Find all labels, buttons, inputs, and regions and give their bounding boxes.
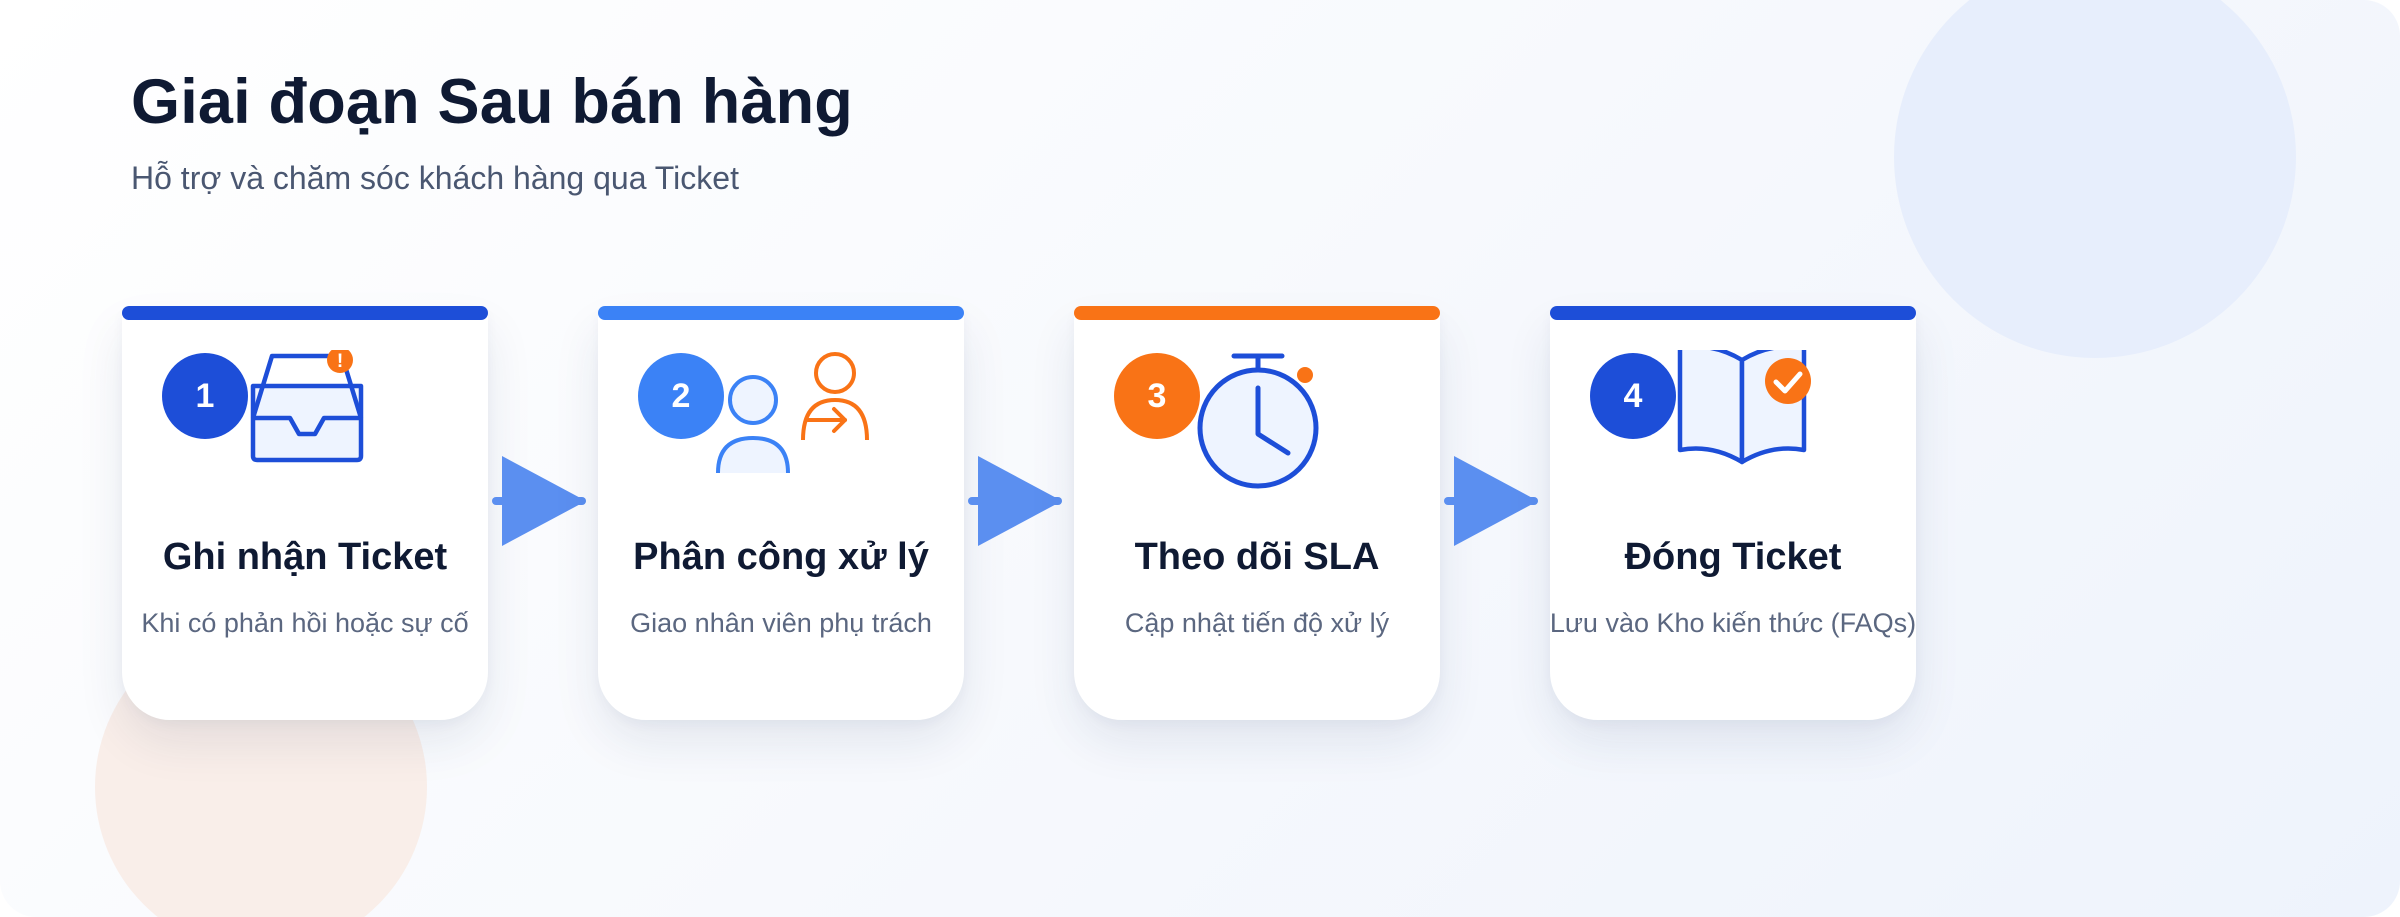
step-2-number-badge: 2 [638, 353, 724, 439]
step-1-number-badge: 1 [162, 353, 248, 439]
step-2-accent-bar [598, 306, 964, 320]
step-3-title: Theo dõi SLA [1134, 536, 1380, 578]
arrow-right-icon [968, 456, 1062, 546]
page-subtitle: Hỗ trợ và chăm sóc khách hàng qua Ticket [131, 160, 739, 196]
decorative-circle-blue [1894, 0, 2296, 358]
arrow-right-icon [492, 456, 586, 546]
step-4-accent-bar [1550, 306, 1916, 320]
step-3-accent-bar [1074, 306, 1440, 320]
inbox-alert-icon: ! [250, 350, 364, 463]
step-card-3: 3 Theo dõi SLA Cập nhật tiến độ xử lý [1074, 306, 1440, 720]
step-card-4: 4 Đóng Ticket Lưu vào Kho kiến thức (FAQ… [1550, 306, 1916, 720]
stopwatch-icon [1197, 353, 1319, 489]
page-title: Giai đoạn Sau bán hàng [131, 67, 853, 137]
step-4-description: Lưu vào Kho kiến thức (FAQs) [1549, 608, 1917, 638]
step-card-1: 1 ! Ghi nhận Ticket Khi có phản hồi hoặc… [122, 306, 488, 720]
step-4-title: Đóng Ticket [1624, 536, 1842, 578]
step-3-number-badge: 3 [1114, 353, 1200, 439]
step-4-number-badge: 4 [1590, 353, 1676, 439]
book-check-icon [1677, 350, 1811, 465]
svg-text:!: ! [337, 351, 343, 372]
step-3-description: Cập nhật tiến độ xử lý [1124, 608, 1390, 638]
user-assign-icon [716, 352, 869, 474]
step-2-title: Phân công xử lý [633, 536, 929, 578]
step-card-2: 2 Phân công xử lý Giao nhân viên phụ trá… [598, 306, 964, 720]
arrow-right-icon [1444, 456, 1538, 546]
step-1-accent-bar [122, 306, 488, 320]
step-1-title: Ghi nhận Ticket [162, 536, 448, 578]
step-2-description: Giao nhân viên phụ trách [630, 608, 932, 638]
step-1-description: Khi có phản hồi hoặc sự cố [141, 608, 469, 638]
